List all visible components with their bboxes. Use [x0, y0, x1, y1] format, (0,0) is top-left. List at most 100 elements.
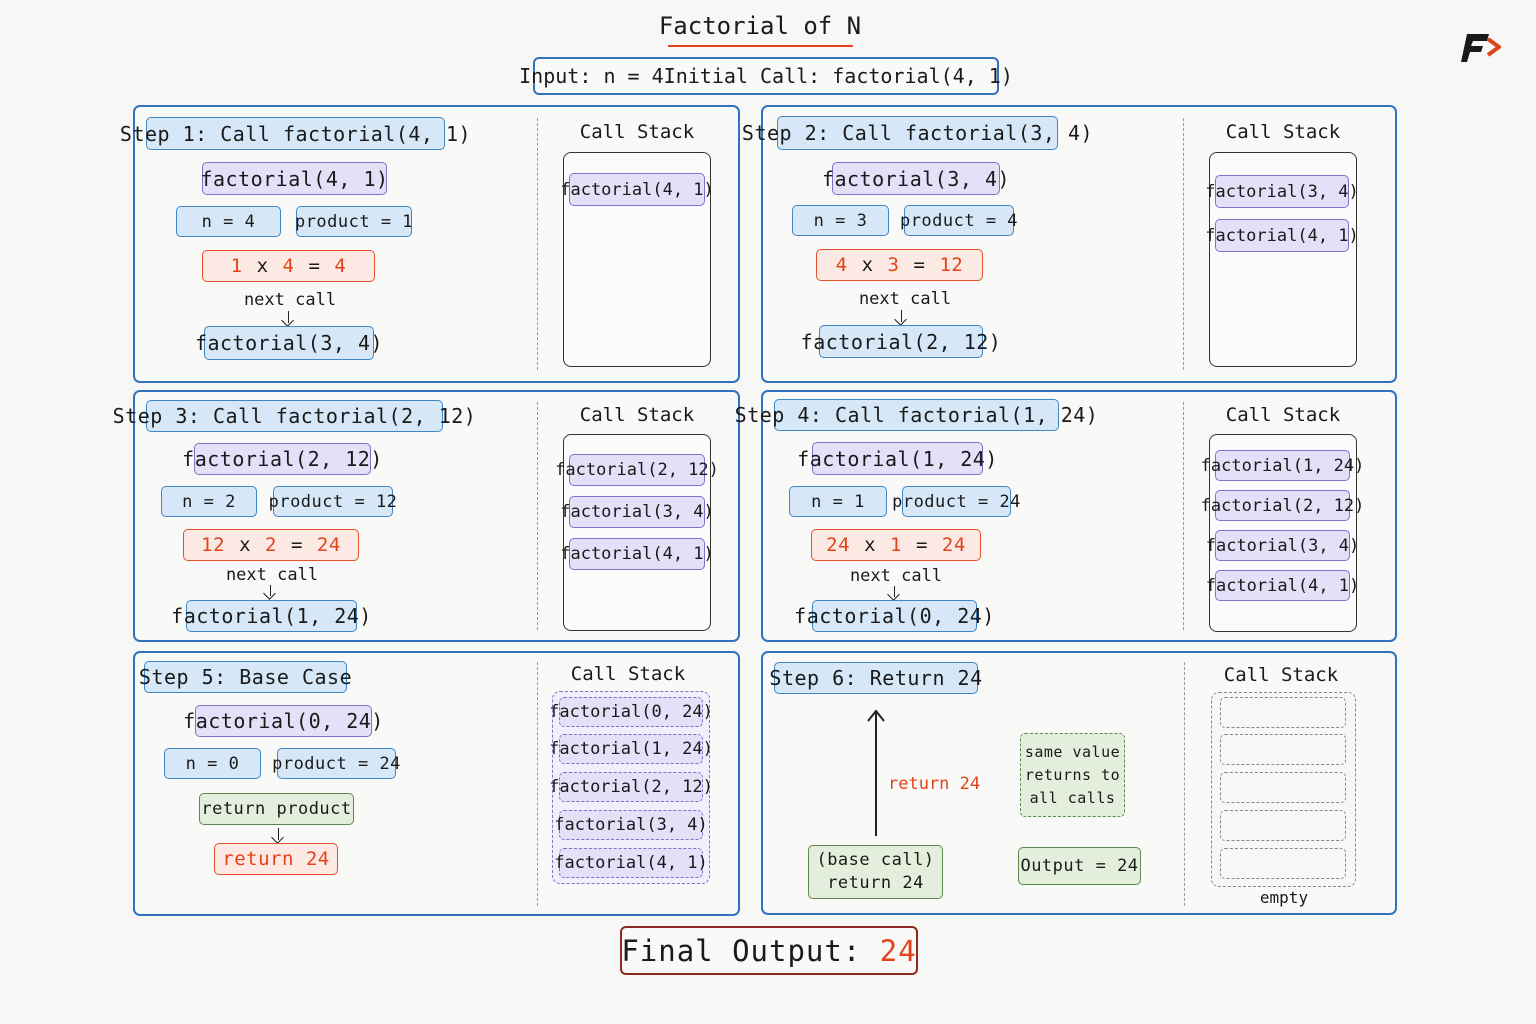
calc-a: 4: [835, 254, 848, 276]
step-5-divider: [537, 662, 538, 906]
step-3-stack-frame: factorial(3, 4): [560, 496, 714, 528]
step-6-return-label: return 24: [888, 774, 981, 794]
step-5-return-product: return product: [199, 793, 354, 825]
step-2-stack-frame: factorial(3, 4): [1205, 175, 1359, 208]
calc-b: 1: [890, 534, 902, 556]
final-output-box: Final Output: 24: [620, 926, 918, 975]
initial-call-value: factorial(4, 1): [832, 64, 1013, 88]
step-3-call-stack-title: Call Stack: [579, 404, 695, 426]
page-title: Factorial of N: [560, 12, 960, 40]
step-3-next-call-label: next call: [225, 565, 319, 585]
step-3-next-frame: factorial(1, 24): [171, 600, 371, 632]
step-4-frame: factorial(1, 24): [797, 442, 997, 475]
step-6-empty-slot: [1220, 697, 1346, 728]
calc-b: 4: [282, 255, 295, 277]
logo-icon: [1455, 30, 1505, 64]
calc-a: 24: [826, 534, 851, 556]
step-6-call-stack-title: Call Stack: [1223, 664, 1339, 686]
step-4-calc: 24 x 1 = 24: [811, 529, 981, 561]
calc-eq: =: [915, 534, 928, 556]
calc-a: 1: [230, 255, 243, 277]
step-3-calc: 12 x 2 = 24: [183, 529, 359, 561]
step-5-stack-frame: factorial(3, 4): [554, 810, 708, 840]
note-line2: returns to: [1024, 765, 1121, 784]
final-output-value: 24: [879, 933, 917, 968]
step-1-frame: factorial(4, 1): [200, 162, 388, 195]
step-1-divider: [537, 118, 538, 370]
step-6-base-call: (base call) return 24: [808, 845, 943, 899]
step-1-product: product = 1: [295, 206, 413, 237]
input-label: Input:: [519, 64, 592, 88]
base-call-line1: (base call): [816, 850, 935, 870]
calc-x: x: [861, 254, 874, 276]
step-6-empty-slot: [1220, 734, 1346, 765]
calc-result: 12: [939, 254, 964, 276]
step-5-return-arrow: [278, 828, 279, 840]
calc-b: 2: [265, 534, 277, 556]
page-title-text: Factorial of N: [658, 12, 862, 40]
step-5-stack-frame: factorial(2, 12): [549, 772, 713, 802]
step-4-next-call-label: next call: [849, 566, 943, 586]
initial-call-label: Initial Call:: [663, 64, 821, 88]
step-2-n: n = 3: [792, 205, 889, 236]
step-3-stack-frame: factorial(4, 1): [560, 538, 714, 570]
step-1-next-call-label: next call: [243, 290, 337, 310]
step-2-next-frame: factorial(2, 12): [801, 325, 1001, 358]
step-2-title: Step 2: Call factorial(3, 4): [742, 116, 1093, 150]
step-5-title: Step 5: Base Case: [139, 661, 352, 693]
calc-x: x: [239, 534, 252, 556]
step-3-title: Step 3: Call factorial(2, 12): [113, 400, 476, 432]
step-2-frame: factorial(3, 4): [822, 162, 1010, 195]
step-1-call-stack-title: Call Stack: [579, 121, 695, 143]
calc-b: 3: [887, 254, 900, 276]
step-6-empty-slot: [1220, 772, 1346, 803]
step-2-product: product = 4: [900, 205, 1018, 236]
step-1-next-frame: factorial(3, 4): [195, 326, 383, 360]
step-6-empty-slot: [1220, 810, 1346, 841]
step-2-stack-frame: factorial(4, 1): [1205, 219, 1359, 252]
calc-result: 24: [316, 534, 341, 556]
step-1-next-arrow: [288, 311, 289, 323]
calc-result: 24: [941, 534, 966, 556]
step-6-empty-slot: [1220, 848, 1346, 879]
step-2-next-arrow: [901, 310, 902, 322]
step-4-call-stack-title: Call Stack: [1225, 404, 1341, 426]
step-2-call-stack-title: Call Stack: [1225, 121, 1341, 143]
step-1-stack-frame: factorial(4, 1): [560, 173, 714, 206]
step-4-stack-frame: factorial(4, 1): [1206, 570, 1359, 601]
step-3-divider: [537, 402, 538, 630]
step-2-next-call-label: next call: [858, 289, 952, 309]
calc-a: 12: [201, 534, 226, 556]
calc-result: 4: [334, 255, 347, 277]
step-6-output: Output = 24: [1018, 847, 1141, 885]
step-2-calc: 4 x 3 = 12: [816, 249, 983, 281]
calc-x: x: [256, 255, 269, 277]
step-6-title: Step 6: Return 24: [769, 662, 982, 694]
step-3-next-arrow: [270, 585, 271, 596]
step-4-next-arrow: [894, 586, 895, 597]
step-6-divider: [1184, 662, 1185, 906]
step-5-frame: factorial(0, 24): [183, 705, 383, 737]
step-5-stack-frame: factorial(0, 24): [549, 697, 713, 727]
step-5-product: product = 24: [272, 748, 400, 779]
step-3-stack-frame: factorial(2, 12): [555, 454, 719, 486]
base-call-line2: return 24: [827, 873, 924, 893]
step-5-return-value: return 24: [214, 843, 338, 875]
step-5-stack-frame: factorial(1, 24): [549, 734, 713, 764]
step-4-product: product = 24: [892, 486, 1020, 517]
step-4-stack-frame: factorial(3, 4): [1206, 530, 1359, 561]
calc-eq: =: [290, 534, 303, 556]
step-3-product: product = 12: [269, 486, 397, 517]
title-underline: [668, 45, 853, 47]
step-4-stack-frame: factorial(2, 12): [1201, 490, 1364, 521]
step-4-n: n = 1: [789, 486, 887, 517]
note-line3: all calls: [1029, 788, 1116, 807]
step-2-divider: [1183, 118, 1184, 370]
step-5-stack-frame: factorial(4, 1): [554, 848, 708, 878]
calc-x: x: [864, 534, 877, 556]
step-4-stack-frame: factorial(1, 24): [1201, 450, 1364, 481]
step-1-calc: 1 x 4 = 4: [202, 250, 375, 282]
input-value: n = 4: [603, 64, 664, 88]
step-3-frame: factorial(2, 12): [182, 443, 382, 475]
step-6-note: same value returns to all calls: [1020, 733, 1125, 817]
